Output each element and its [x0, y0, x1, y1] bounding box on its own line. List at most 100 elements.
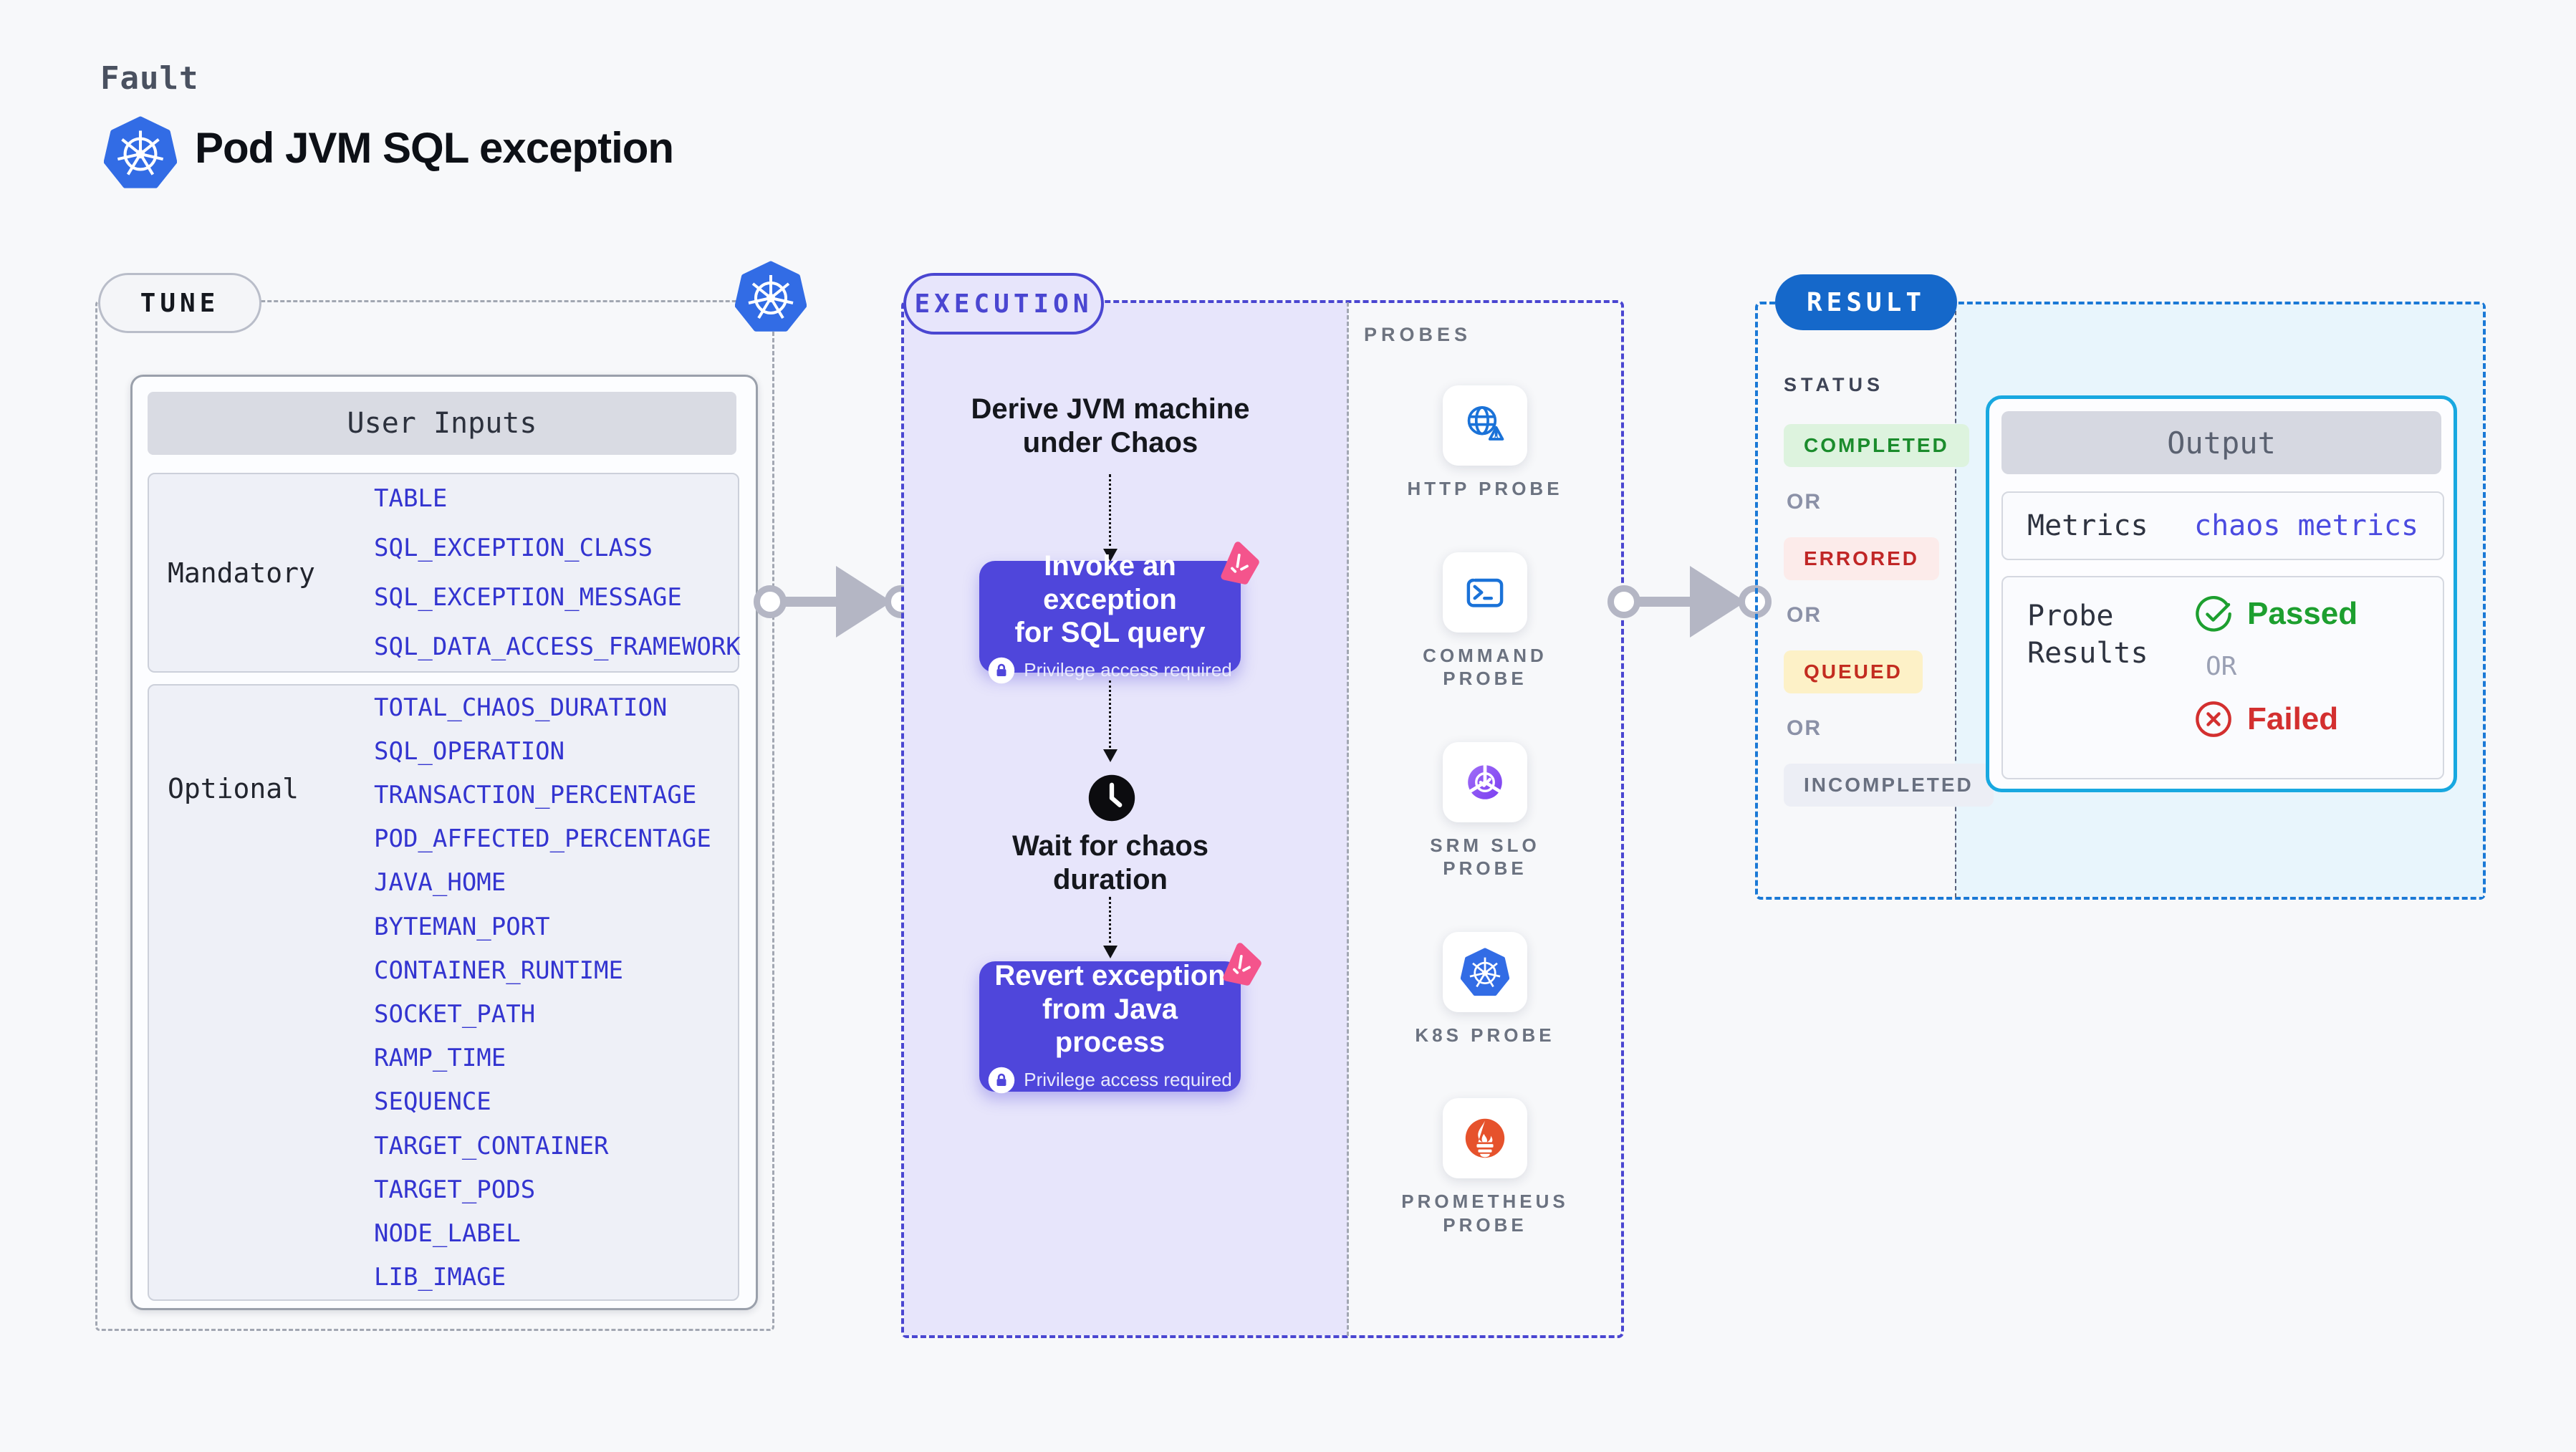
- probe-card[interactable]: [1443, 741, 1527, 822]
- status-badge: ERRORED: [1784, 537, 1940, 580]
- metrics-label: Metrics: [2027, 509, 2148, 542]
- tune-section-box: [95, 300, 774, 1331]
- probe-label: HTTP PROBE: [1407, 478, 1563, 499]
- flow-connector: [1109, 681, 1111, 752]
- or-label: OR: [2206, 652, 2237, 681]
- mandatory-label: Mandatory: [168, 557, 315, 589]
- param-name: LIB_IMAGE: [374, 1263, 506, 1292]
- probe-item[interactable]: SRM SLO PROBE: [1395, 741, 1575, 880]
- param-name: NODE_LABEL: [374, 1219, 521, 1249]
- output-header: Output: [2001, 411, 2441, 474]
- probe-card[interactable]: [1443, 552, 1527, 633]
- execution-to-result-arrow: [1624, 597, 1704, 607]
- failed-label: Failed: [2247, 701, 2339, 736]
- param-name: RAMP_TIME: [374, 1044, 506, 1073]
- mandatory-group: Mandatory TABLE SQL_EXCEPTION_CLASS SQL_…: [148, 473, 741, 673]
- flow-arrow-head: [1103, 549, 1118, 562]
- status-badge: OR: [1787, 716, 1822, 740]
- status-heading: STATUS: [1784, 374, 1884, 395]
- param-name: BYTEMAN_PORT: [374, 912, 550, 941]
- param-name: POD_AFFECTED_PERCENTAGE: [374, 824, 711, 854]
- status-badge: INCOMPLETED: [1784, 764, 1994, 807]
- privilege-note: Privilege access required: [1024, 659, 1232, 681]
- probe-item[interactable]: COMMAND PROBE: [1395, 552, 1575, 691]
- probe-card[interactable]: [1443, 1098, 1527, 1178]
- wait-step-text: Wait for chaos duration: [1011, 830, 1209, 896]
- param-name: CONTAINER_RUNTIME: [374, 956, 623, 985]
- mandatory-params: TABLE SQL_EXCEPTION_CLASS SQL_EXCEPTION_…: [374, 474, 741, 671]
- probe-item[interactable]: PROMETHEUS PROBE: [1395, 1098, 1575, 1236]
- probe-label: K8S PROBE: [1415, 1024, 1555, 1046]
- passed-label: Passed: [2247, 596, 2358, 631]
- privilege-note: Privilege access required: [1024, 1069, 1232, 1091]
- execution-pill[interactable]: EXECUTION: [903, 273, 1104, 335]
- kubernetes-icon: [103, 115, 178, 191]
- status-badge: QUEUED: [1784, 650, 1923, 693]
- kubernetes-icon: [734, 259, 807, 334]
- param-name: SOCKET_PATH: [374, 1000, 536, 1029]
- probe-item[interactable]: K8S PROBE: [1415, 931, 1555, 1047]
- param-name: TARGET_CONTAINER: [374, 1131, 609, 1160]
- user-inputs-header: User Inputs: [148, 392, 736, 455]
- lock-icon: [988, 1067, 1015, 1094]
- invoke-exception-button[interactable]: Invoke an exception for SQL query Privil…: [979, 550, 1241, 683]
- page-title: Pod JVM SQL exception: [195, 124, 674, 172]
- button-line: Invoke an exception: [1043, 550, 1177, 615]
- status-badge: COMPLETED: [1784, 424, 1969, 467]
- arrow-head: [1690, 566, 1746, 638]
- probes-heading: PROBES: [1364, 324, 1472, 345]
- kubernetes-icon: [1460, 947, 1509, 996]
- fault-kicker: Fault: [100, 60, 199, 97]
- param-name: TARGET_PODS: [374, 1175, 536, 1204]
- slo-gauge-icon: [1461, 758, 1509, 807]
- probe-results-row: Probe Results Passed OR Failed: [2001, 576, 2444, 779]
- optional-label: Optional: [168, 773, 299, 804]
- param-name: TOTAL_CHAOS_DURATION: [374, 693, 668, 722]
- probes-separator: [1347, 302, 1349, 1336]
- param-name: TRANSACTION_PERCENTAGE: [374, 781, 697, 809]
- arrow-head: [836, 566, 892, 638]
- result-pill[interactable]: RESULT: [1775, 274, 1957, 330]
- probe-results-label: Probe Results: [2027, 600, 2148, 670]
- terminal-icon: [1461, 568, 1509, 617]
- button-line: Revert exception: [994, 960, 1226, 992]
- check-circle-icon: [2194, 595, 2233, 633]
- result-separator: [1955, 304, 1956, 898]
- param-name: SQL_OPERATION: [374, 736, 565, 766]
- flow-connector: [1109, 897, 1111, 948]
- probes-list: HTTP PROBE COMMAND PROBE SRM SLO PROBE K…: [1395, 385, 1575, 1236]
- clock-icon: [1087, 773, 1137, 823]
- flow-arrow-head: [1103, 749, 1118, 762]
- probe-card[interactable]: [1442, 931, 1527, 1012]
- revert-exception-button[interactable]: Revert exception from Java process Privi…: [979, 960, 1241, 1094]
- param-name: SQL_EXCEPTION_MESSAGE: [374, 582, 682, 612]
- param-name: SQL_DATA_ACCESS_FRAMEWORK: [374, 632, 741, 661]
- execution-section-box: [901, 300, 1624, 1338]
- probe-card[interactable]: [1442, 385, 1527, 466]
- param-name: SQL_EXCEPTION_CLASS: [374, 534, 653, 563]
- probe-item[interactable]: HTTP PROBE: [1407, 385, 1562, 501]
- probe-label: COMMAND PROBE: [1423, 644, 1547, 690]
- x-circle-icon: [2194, 700, 2233, 739]
- metrics-row: Metrics chaos metrics: [2001, 491, 2444, 560]
- connector-dot: [1607, 585, 1640, 618]
- prometheus-icon: [1461, 1114, 1509, 1163]
- tune-pill[interactable]: TUNE: [98, 273, 261, 333]
- tune-to-execution-arrow: [770, 597, 850, 607]
- optional-params: TOTAL_CHAOS_DURATION SQL_OPERATION TRANS…: [374, 686, 731, 1299]
- status-list: COMPLETED OR ERRORED OR QUEUED OR INCOMP…: [1784, 424, 1994, 807]
- flow-arrow-head: [1103, 946, 1118, 958]
- execution-fill: [904, 303, 1348, 1335]
- chaos-sparkle-icon: [1216, 541, 1260, 585]
- optional-group: Optional TOTAL_CHAOS_DURATION SQL_OPERAT…: [148, 684, 739, 1301]
- button-line: from Java process: [1042, 993, 1178, 1059]
- flow-connector: [1109, 474, 1111, 552]
- param-name: JAVA_HOME: [374, 868, 506, 898]
- status-badge: OR: [1787, 603, 1822, 627]
- chaos-sparkle-icon: [1218, 942, 1262, 986]
- metrics-value: chaos metrics: [2194, 509, 2419, 542]
- lock-icon: [988, 657, 1015, 684]
- probe-label: SRM SLO PROBE: [1430, 834, 1540, 880]
- connector-dot: [754, 585, 787, 618]
